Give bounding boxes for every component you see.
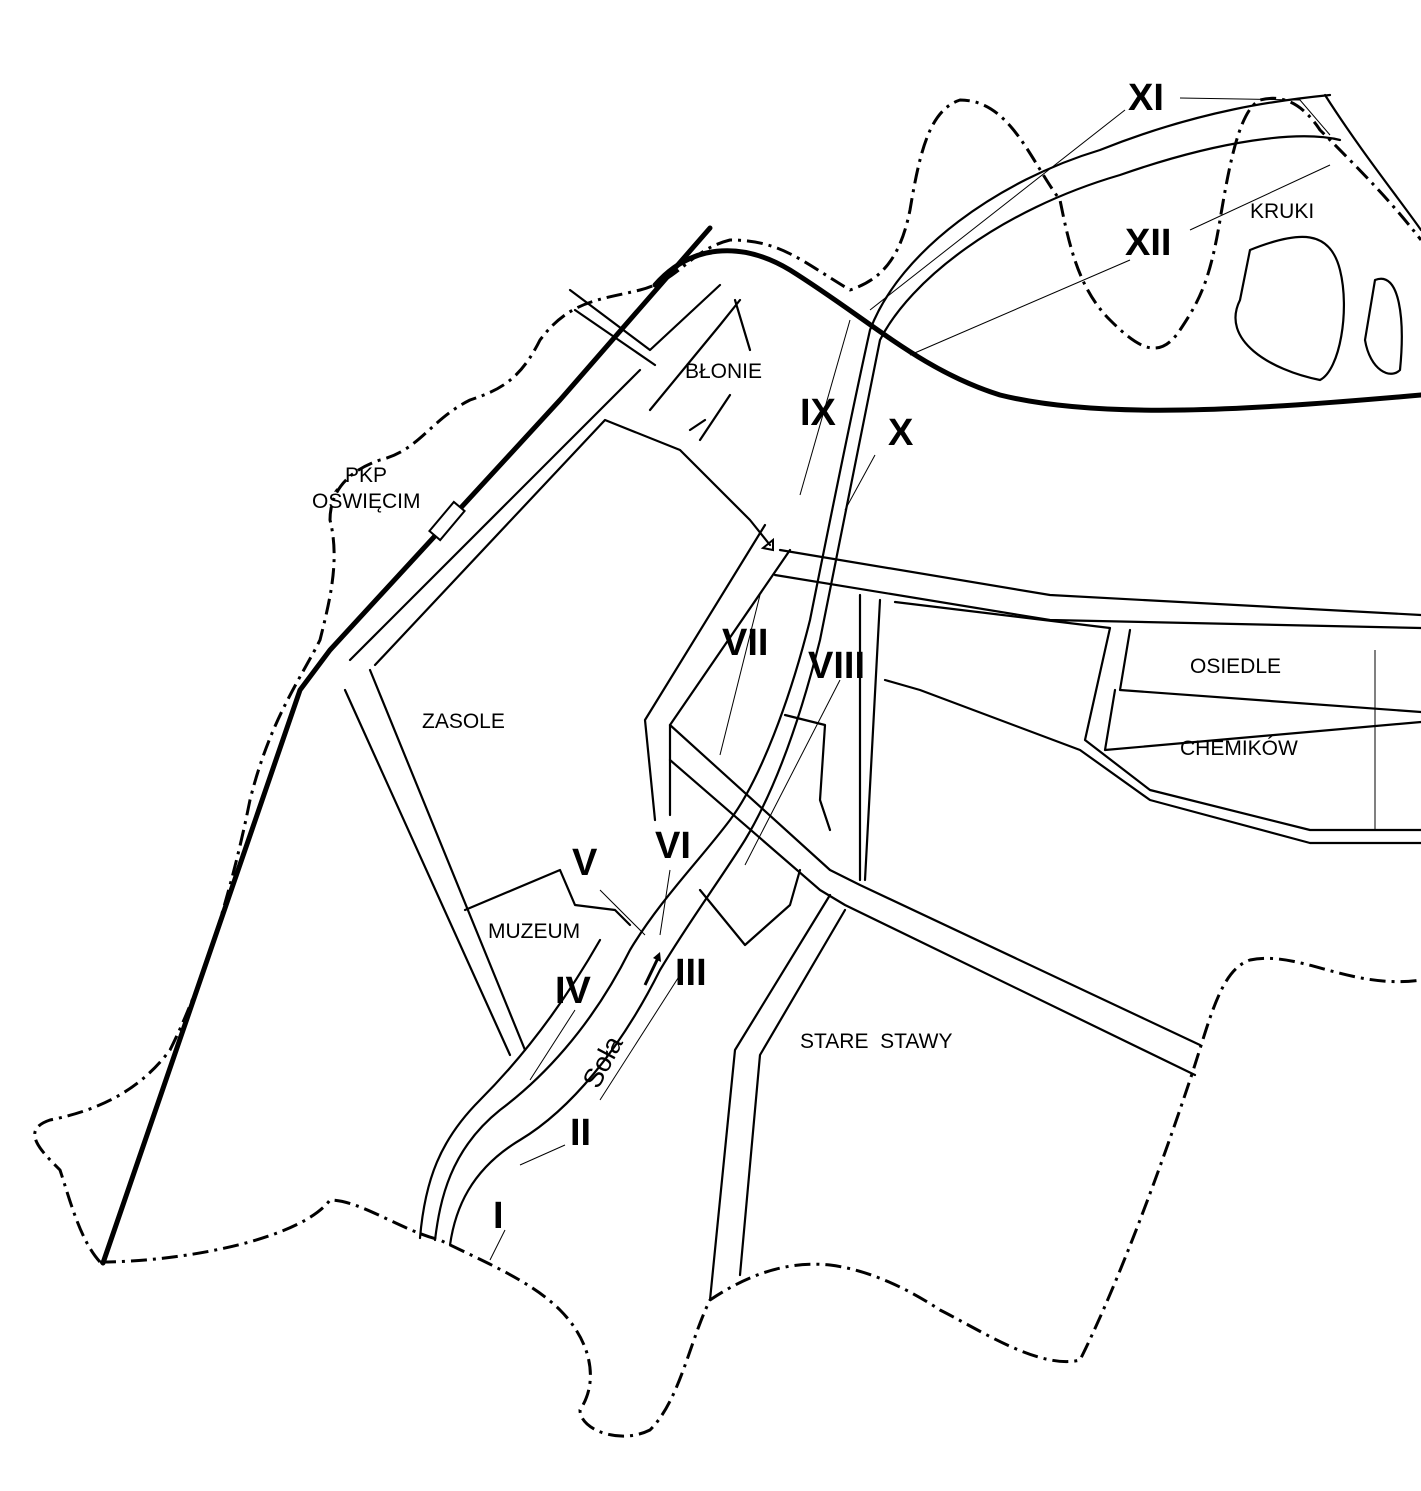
road-muzeum	[463, 868, 632, 927]
road-kruki-pond-b	[1363, 277, 1403, 375]
place-stare-stawy: STARE STAWY	[800, 1030, 952, 1053]
site-label-VI: VI	[655, 825, 691, 867]
place-oswiecim: OŚWIĘCIM	[312, 489, 421, 513]
road-osiedle-north	[1118, 628, 1421, 714]
road-east-west-b	[773, 573, 1421, 630]
railway-station	[428, 500, 466, 542]
place-chemikow: CHEMIKÓW	[1180, 737, 1298, 760]
river-bank-west	[433, 93, 1332, 1242]
place-blonie: BŁONIE	[685, 360, 762, 383]
city-boundary	[33, 96, 1421, 1264]
road-zasole-west-b	[368, 668, 527, 1052]
place-kruki: KRUKI	[1250, 200, 1314, 223]
site-label-I: I	[493, 1195, 504, 1237]
place-muzeum: MUZEUM	[488, 920, 580, 943]
site-label-VII: VII	[722, 622, 768, 664]
site-label-II: II	[570, 1112, 591, 1154]
road-south-b	[738, 908, 847, 1277]
place-osiedle: OSIEDLE	[1190, 655, 1281, 678]
road-central-b	[863, 598, 882, 882]
road-north	[568, 283, 722, 367]
river-bank-east	[448, 135, 1342, 1247]
road-zasole-west	[343, 688, 512, 1057]
place-zasole: ZASOLE	[422, 710, 505, 733]
road-west-bank	[643, 523, 767, 822]
place-pkp: PKP	[345, 464, 387, 487]
triangle-marker-icon	[760, 537, 774, 552]
city-boundary-south	[99, 956, 1421, 1438]
road-rail-parallel	[348, 368, 642, 662]
road-ne	[1323, 93, 1421, 232]
flow-arrowhead-icon	[653, 952, 661, 962]
flow-arrow-icon	[643, 957, 660, 986]
railway-line	[100, 225, 713, 1266]
site-label-X: X	[888, 412, 914, 454]
road-west-bank-b	[668, 548, 792, 817]
site-label-XI: XI	[1128, 77, 1164, 119]
road-kruki-pond	[1234, 235, 1346, 382]
site-label-III: III	[675, 952, 707, 994]
road-east-blocks	[783, 713, 832, 832]
road-south-loop	[698, 868, 802, 947]
road-diagonal	[668, 723, 1202, 1047]
site-label-VIII: VIII	[808, 645, 865, 687]
road-diagonal-b	[668, 758, 1197, 1077]
road-rail-parallel-b	[373, 418, 772, 667]
main-railway-curve	[652, 248, 1421, 413]
site-label-IV: IV	[555, 970, 592, 1012]
road-blonie	[648, 298, 752, 442]
river-name: Soła	[577, 1030, 629, 1093]
site-label-IX: IX	[800, 392, 837, 434]
road-south	[708, 893, 832, 1302]
river-channel	[418, 938, 602, 1240]
site-leaders	[489, 97, 1331, 1261]
road-osiedle-north-b	[1103, 688, 1421, 752]
site-label-V: V	[572, 842, 598, 884]
road-east-west	[778, 548, 1421, 617]
road-osiedle-inner	[893, 600, 1421, 832]
site-label-XII: XII	[1125, 222, 1171, 264]
road-osiedle-inner-b	[883, 678, 1421, 845]
